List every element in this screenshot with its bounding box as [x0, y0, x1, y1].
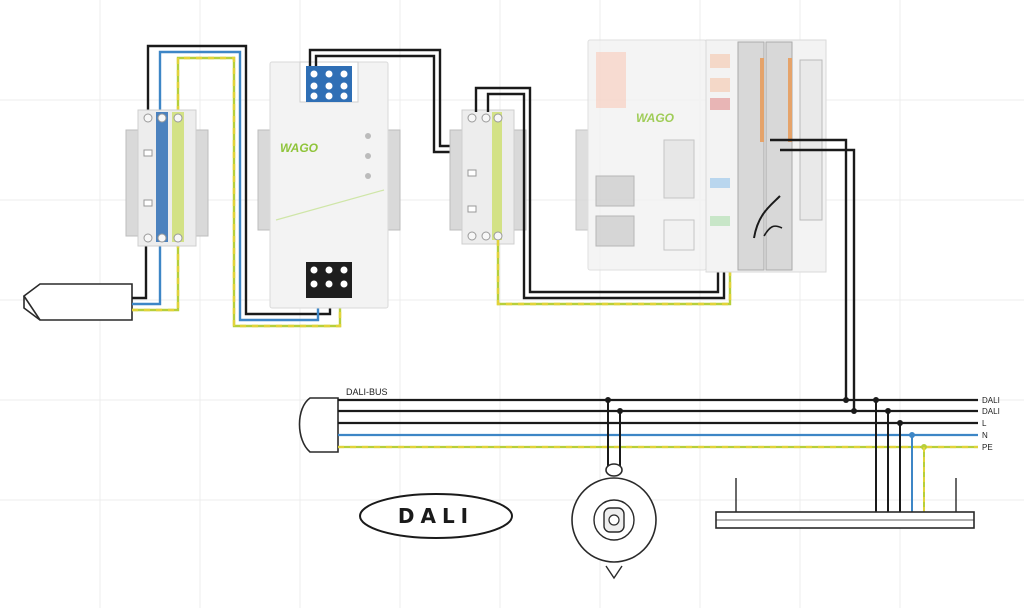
- bus-label-l: L: [982, 419, 987, 428]
- bus-lines: [338, 398, 978, 449]
- dali-logo-text: DALI: [398, 504, 474, 528]
- plug-icon: [22, 283, 133, 321]
- controller-module: WAGO: [575, 39, 707, 271]
- luminaire-icon: [715, 478, 975, 529]
- ps-brand-label: WAGO: [280, 141, 319, 155]
- supply-cable: [132, 240, 180, 312]
- luminaire-drops: [875, 400, 925, 512]
- bus-label-dali-1: DALI: [982, 396, 1000, 405]
- bus-title: DALI-BUS: [346, 387, 388, 397]
- power-supply-module: WAGO: [257, 61, 401, 309]
- top-wires-1: [146, 44, 342, 328]
- terminal-block-1: [125, 109, 209, 247]
- ps-bottom-terminals: [306, 262, 352, 298]
- cable-end-icon: [298, 397, 339, 453]
- bus-label-pe: PE: [982, 443, 993, 452]
- terminal-block-2: [449, 109, 527, 245]
- rotary-dimmer-icon: [571, 463, 657, 580]
- dimmer-drops: [607, 400, 621, 470]
- bus-label-n: N: [982, 431, 988, 440]
- dali-logo: DALI: [359, 493, 513, 539]
- controller-to-bus-wires: [770, 138, 856, 410]
- bus-label-dali-2: DALI: [982, 407, 1000, 416]
- controller-brand-label: WAGO: [636, 111, 675, 125]
- ps-top-terminals: [306, 66, 352, 102]
- io-modules: [705, 39, 827, 273]
